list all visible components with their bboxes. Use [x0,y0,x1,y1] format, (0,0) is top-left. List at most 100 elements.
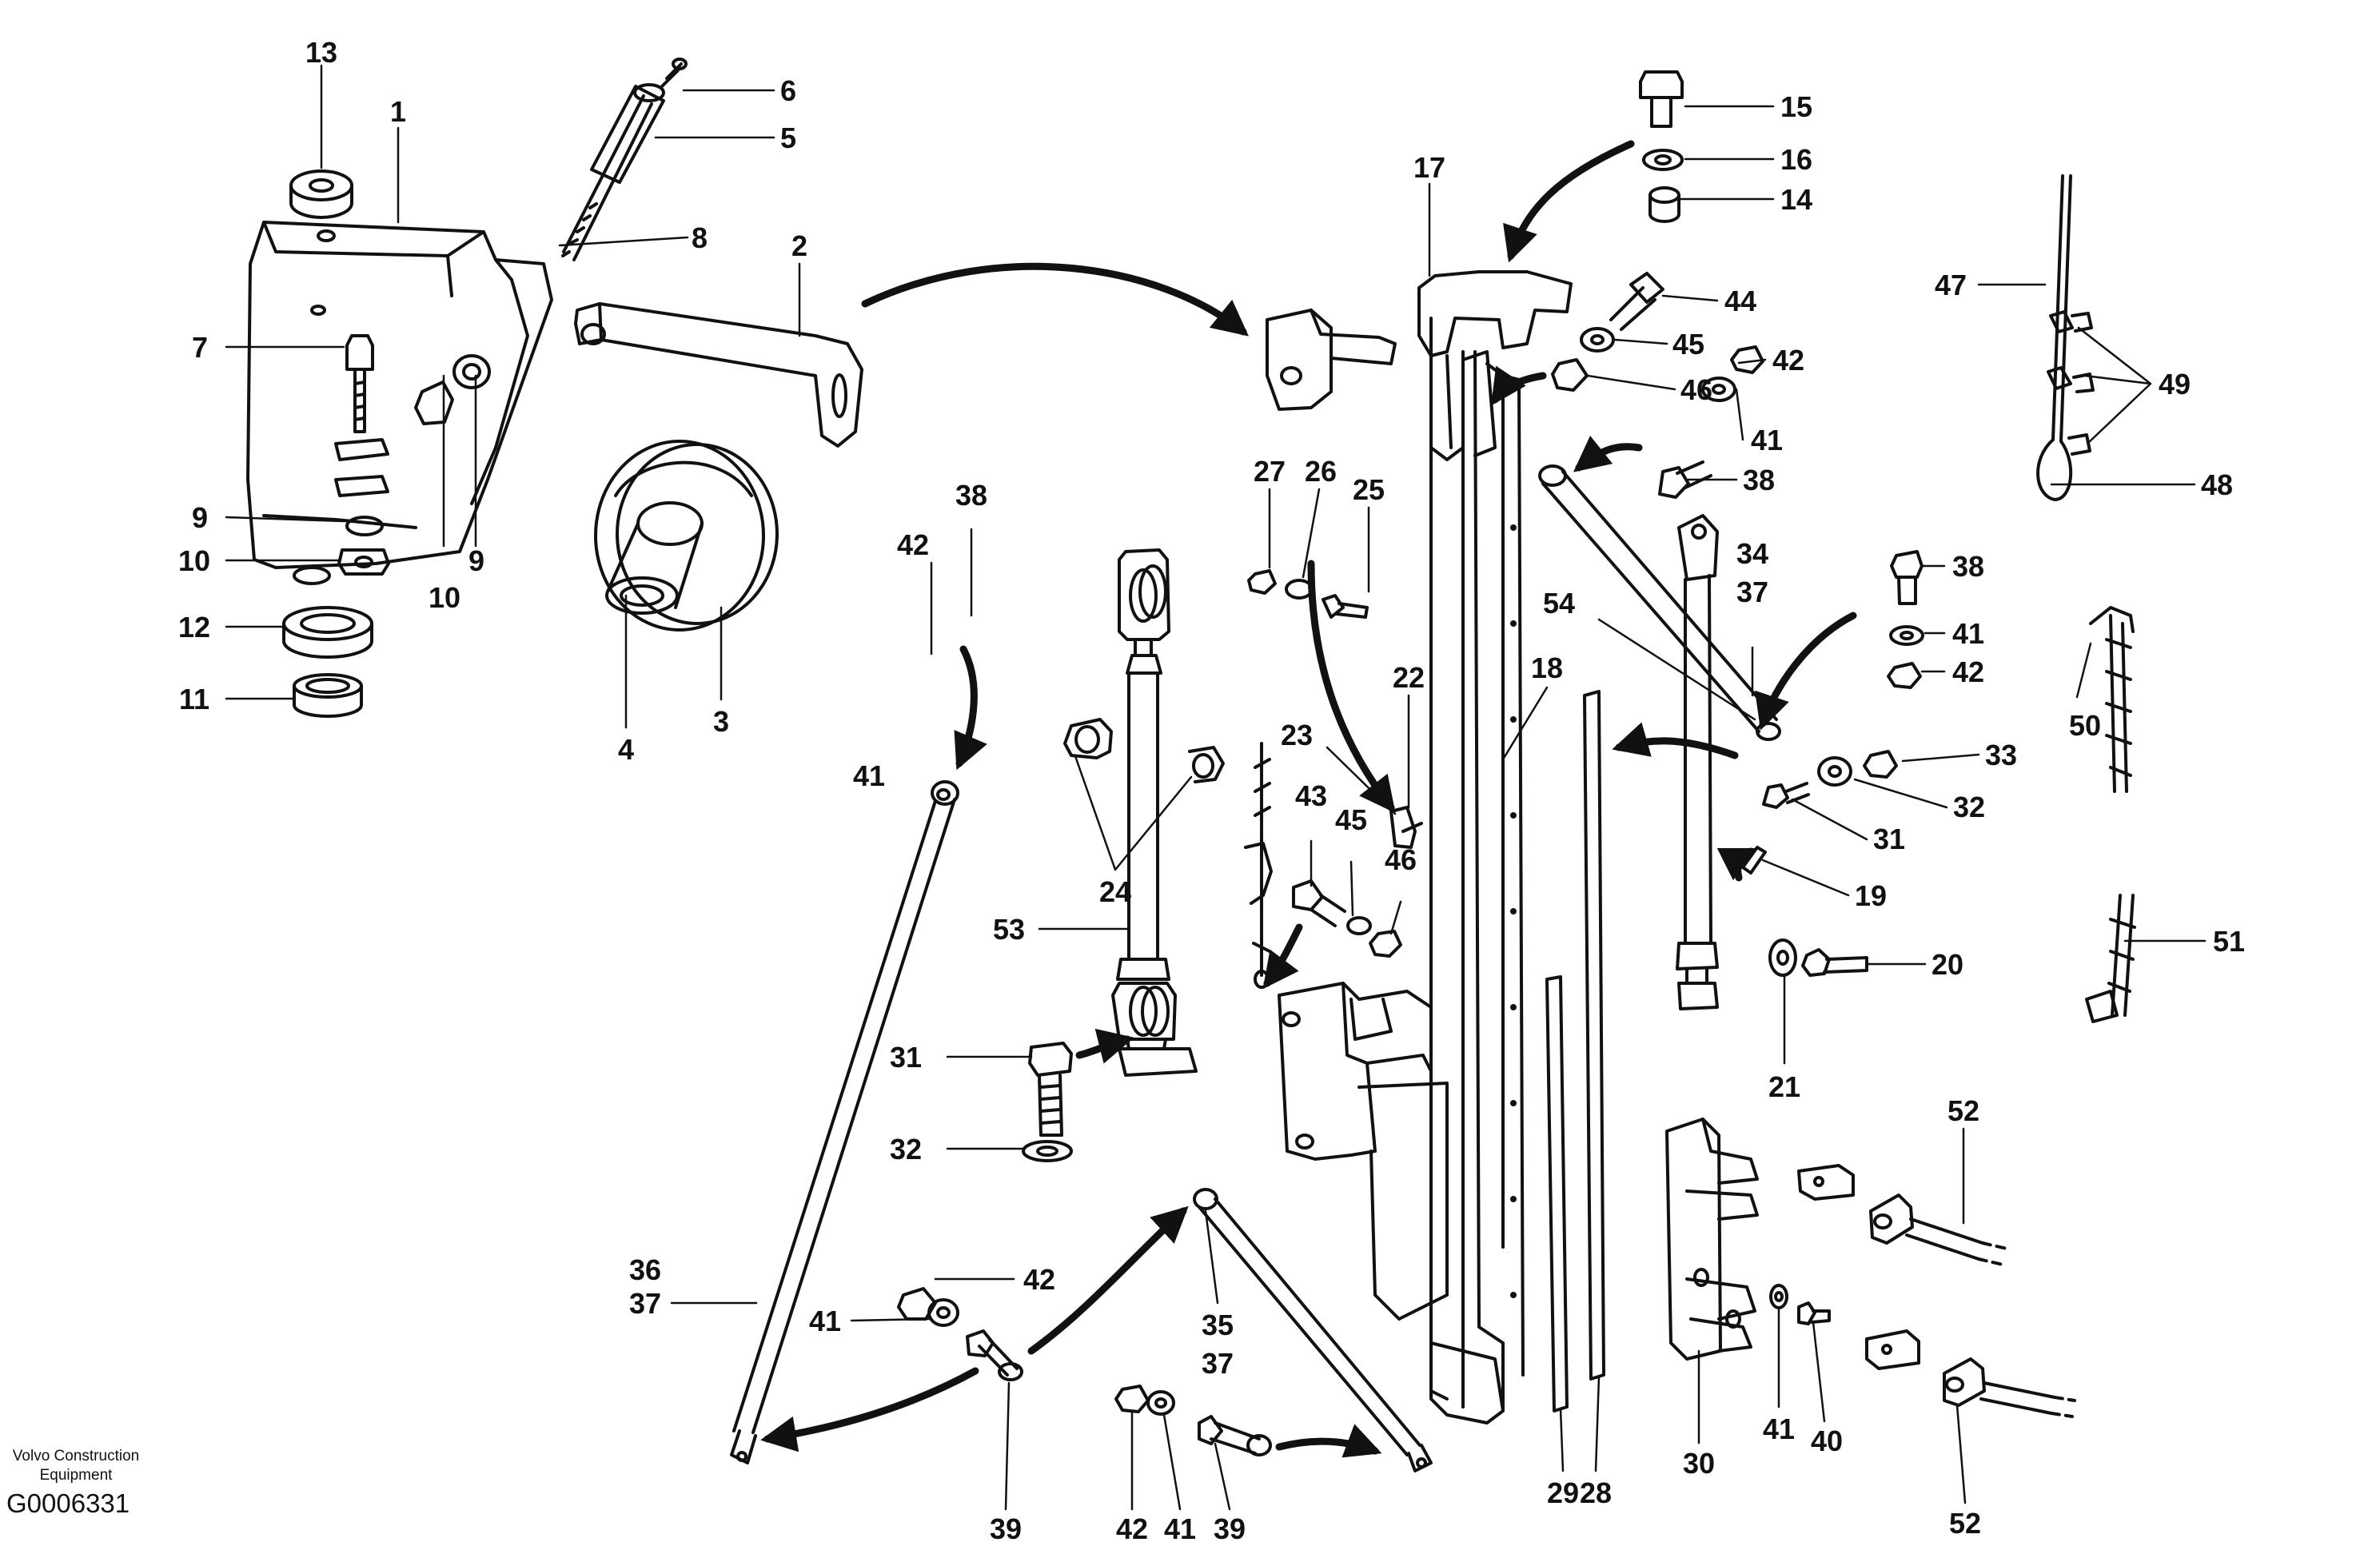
publisher-line-1: Volvo Construction [12,1448,140,1464]
callout-26: 26 [1305,455,1337,488]
callout-47: 47 [1935,269,1967,301]
clevis-part-52-upper [1797,1164,2008,1266]
small-hardware-mid [1292,879,1402,958]
bracket-part-30 [1665,1118,1759,1361]
callout-labels: 13 1 6 5 8 2 7 9 10 9 10 12 11 4 3 15 16… [178,36,2245,1545]
bracket-part-23 [1244,742,1273,989]
drawing-code: G0006331 [6,1488,130,1518]
callout-13: 13 [305,36,337,69]
publisher-name: Volvo Construction Equipment [0,1447,152,1485]
callout-46-mid: 46 [1385,843,1417,876]
clip-part-51 [2085,894,2136,1023]
callout-41-bottom: 41 [1164,1512,1196,1545]
callout-45-mid: 45 [1335,803,1367,836]
washer-part-21 [1768,938,1797,977]
mast-part-17 [1417,270,1573,1425]
callout-6: 6 [780,74,796,107]
callout-46-top: 46 [1680,373,1712,406]
clamp-part-24 [1063,718,1225,783]
callout-50: 50 [2069,709,2101,742]
small-hardware-right-top [1551,272,1764,499]
callout-29: 29 [1547,1476,1579,1509]
bolt-part-15 [1639,70,1684,223]
callout-42-bottom-left: 42 [1023,1263,1055,1296]
callout-42-left: 42 [897,528,929,561]
publisher-line-2: Equipment [39,1467,113,1484]
callout-31-left: 31 [890,1041,922,1074]
turnbuckle-part-5 [561,58,688,261]
callout-10-left: 10 [178,544,210,577]
washer-part-13 [289,169,353,219]
callout-53: 53 [993,913,1025,946]
callout-22: 22 [1393,661,1425,694]
callout-52-bottom: 52 [1949,1507,1981,1540]
callout-23: 23 [1281,719,1313,751]
callout-4: 4 [618,733,634,766]
callout-41-bottom-left: 41 [809,1305,841,1337]
callout-41-top: 41 [1751,424,1783,456]
callout-49: 49 [2159,368,2191,400]
bearing-part-12 [282,606,373,659]
callout-5: 5 [780,122,796,154]
callout-16: 16 [1780,143,1812,176]
callout-15: 15 [1780,90,1812,123]
bolt-part-20 [1801,948,1868,977]
bracket-part-22 [1389,806,1423,849]
callout-25: 25 [1353,473,1385,506]
callout-43: 43 [1295,779,1327,812]
callout-33: 33 [1985,739,2017,771]
callout-7: 7 [192,331,208,364]
callout-18: 18 [1531,651,1563,684]
callout-39-left: 39 [990,1512,1022,1545]
callout-42-top: 42 [1772,344,1804,377]
small-hardware-bottom-left [897,1287,1023,1381]
cylinder-part-34 [1676,514,1719,1010]
ring-part-11 [293,673,363,718]
callout-52-top: 52 [1947,1094,1979,1127]
callout-17: 17 [1413,151,1445,184]
callout-31-right: 31 [1873,823,1905,855]
callout-41-left: 41 [853,759,885,792]
callout-9-left: 9 [192,501,208,534]
rod-part-54 [1538,464,1781,741]
callout-9-right: 9 [468,544,484,577]
rod-part-35 [1193,1188,1433,1472]
callout-51: 51 [2213,925,2245,958]
callout-41-bottom-right: 41 [1763,1413,1795,1445]
bolt-part-31-lower [1022,1042,1073,1162]
small-hardware-33-32-31 [1762,750,1898,809]
rod-part-36 [730,780,959,1464]
callout-42-bottom: 42 [1116,1512,1148,1545]
callout-8: 8 [692,221,708,254]
callout-37-left: 37 [629,1287,661,1320]
arm-part-2 [574,302,863,448]
callout-44: 44 [1724,285,1756,317]
callout-37-right: 37 [1736,576,1768,608]
callout-30: 30 [1683,1447,1715,1480]
small-hardware-38-41-42 [1887,550,1924,689]
cable-part-47 [2036,174,2095,501]
callout-14: 14 [1780,183,1812,216]
callout-32-left: 32 [890,1133,922,1166]
callout-10-right: 10 [429,581,460,614]
bolt-part-7 [334,334,491,576]
callout-21: 21 [1768,1070,1800,1103]
callout-41-right: 41 [1952,617,1984,650]
callout-20: 20 [1932,948,1963,981]
callout-12: 12 [178,611,210,644]
washer-part-41-lower [1769,1284,1788,1309]
callout-24: 24 [1099,875,1131,908]
strip-part-28 [1583,690,1605,1381]
callout-35: 35 [1202,1309,1234,1341]
mast-foot-bracket [1278,982,1449,1321]
cylinder-part-53 [1111,548,1198,1077]
callout-32-right: 32 [1953,791,1985,823]
housing-part-1 [246,221,553,585]
small-hardware-27-26-25 [1247,569,1369,619]
callout-38-right: 38 [1952,550,1984,583]
pulley-part-3 [594,440,779,632]
callout-11: 11 [179,683,209,715]
bracket-mount [1266,309,1397,411]
callout-27: 27 [1254,455,1286,488]
